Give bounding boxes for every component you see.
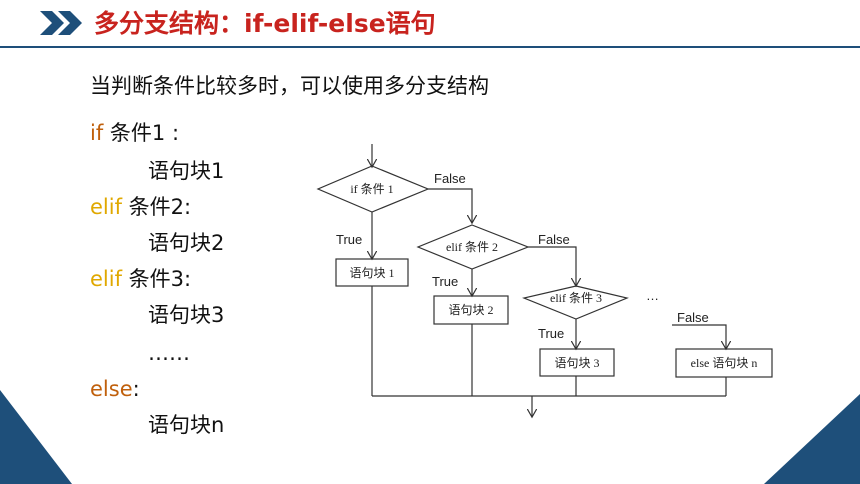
code-text: : xyxy=(132,377,140,401)
code-text: 条件2: xyxy=(121,195,192,219)
code-line-blockn: 语句块n xyxy=(148,413,225,437)
cond2-label: elif 条件 2 xyxy=(446,240,498,254)
false-label-2: False xyxy=(538,232,570,247)
code-line-elif3: elif 条件3: xyxy=(90,264,191,294)
false-label-n: False xyxy=(677,310,709,325)
keyword-else: else xyxy=(90,377,133,401)
header-bar: 多分支结构：if-elif-else语句 xyxy=(0,0,860,46)
corner-decoration-left xyxy=(0,390,72,484)
keyword-if: if xyxy=(90,121,104,145)
flowchart-diagram: if 条件 1 elif 条件 2 elif 条件 3 语句块 1 语句块 2 … xyxy=(316,144,773,428)
code-line-block3: 语句块3 xyxy=(148,303,225,327)
cond3-label: elif 条件 3 xyxy=(550,291,602,305)
code-line-elif2: elif 条件2: xyxy=(90,192,191,222)
true-label-2: True xyxy=(432,274,458,289)
block1-label: 语句块 1 xyxy=(349,266,394,280)
block3-label: 语句块 3 xyxy=(554,356,599,370)
code-line-block1: 语句块1 xyxy=(148,159,225,183)
statement-box-2 xyxy=(433,295,509,325)
code-line-block2: 语句块2 xyxy=(148,231,225,255)
code-text: 条件1 : xyxy=(103,121,180,145)
false-label-1: False xyxy=(434,171,466,186)
code-text: 条件3: xyxy=(121,267,192,291)
intro-text: 当判断条件比较多时，可以使用多分支结构 xyxy=(90,74,489,98)
code-line-ellipsis: …… xyxy=(148,341,190,365)
keyword-elif: elif xyxy=(90,267,122,291)
statement-box-3 xyxy=(539,348,615,377)
code-line-else: else: xyxy=(90,374,140,404)
page-title: 多分支结构：if-elif-else语句 xyxy=(94,9,436,38)
keyword-elif: elif xyxy=(90,195,122,219)
corner-decoration-right xyxy=(764,394,860,484)
statement-box-n xyxy=(675,348,773,378)
ellipsis-label: … xyxy=(646,288,659,303)
cond1-label: if 条件 1 xyxy=(350,182,393,196)
header-divider xyxy=(0,46,860,48)
blockn-label: else 语句块 n xyxy=(691,356,758,370)
block2-label: 语句块 2 xyxy=(448,303,493,317)
true-label-1: True xyxy=(336,232,362,247)
code-line-if: if 条件1 : xyxy=(90,118,179,148)
true-label-3: True xyxy=(538,326,564,341)
double-chevron-icon xyxy=(40,11,82,35)
